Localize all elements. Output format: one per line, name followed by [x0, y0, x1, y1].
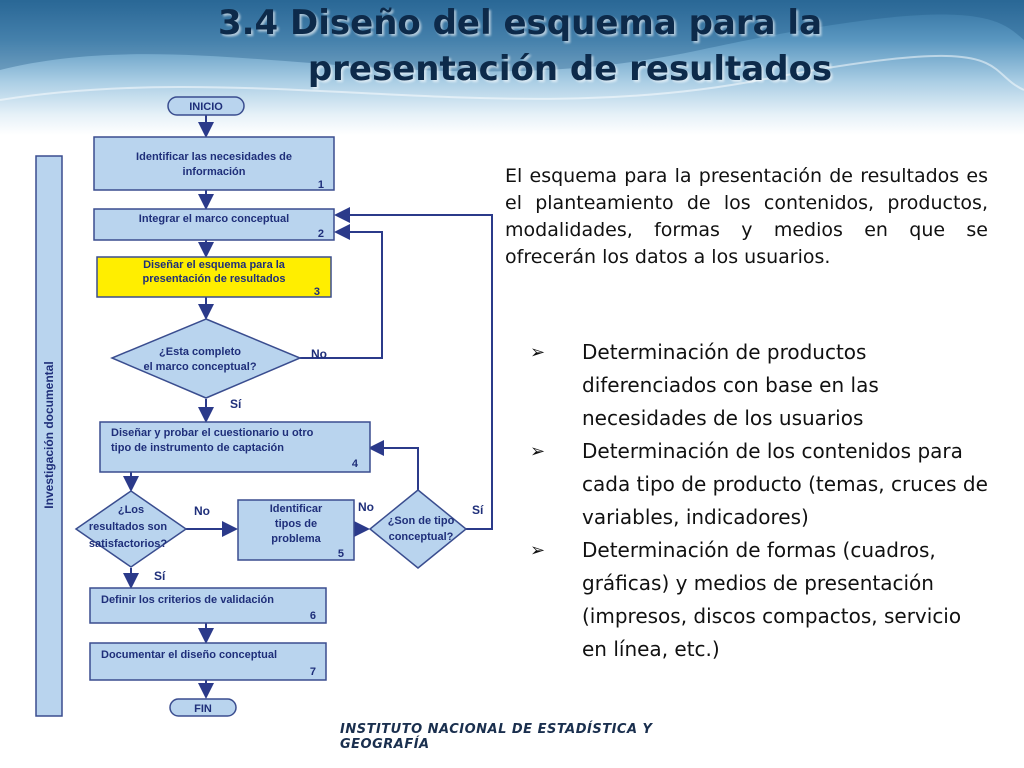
description-paragraph: El esquema para la presentación de resul… — [505, 165, 988, 268]
connectors — [123, 115, 493, 699]
decision-1-si-label: Sí — [230, 397, 242, 411]
decision-2-si-label: Sí — [154, 569, 166, 583]
step-4-number: 4 — [352, 458, 359, 470]
decision-3-line-1: ¿Son de tipo — [388, 515, 455, 527]
title-line-2: presentación de resultados — [307, 49, 833, 89]
decision-2-line-3: satisfactorios? — [89, 538, 168, 550]
bullet-list: ➢ Determinación de productos diferenciad… — [530, 336, 990, 666]
step-6-box: Definir los criterios de validación 6 — [89, 587, 327, 624]
step-1-box: Identificar las necesidades de informaci… — [93, 136, 335, 191]
step-3-line-1: Diseñar el esquema para la — [143, 259, 286, 271]
start-terminal: INICIO — [167, 96, 245, 116]
step-3-box: Diseñar el esquema para la presentación … — [96, 256, 332, 298]
step-2-number: 2 — [318, 228, 324, 240]
bullet-item: ➢ Determinación de productos diferenciad… — [530, 336, 990, 435]
step-6-line-1: Definir los criterios de validación — [101, 594, 274, 606]
step-1-number: 1 — [318, 179, 324, 191]
step-5-box: Identificar tipos de problema 5 — [237, 499, 355, 561]
bullet-text: Determinación de los contenidos para cad… — [582, 439, 988, 529]
step-7-box: Documentar el diseño conceptual 7 — [89, 642, 327, 681]
decision-3-si-label: Sí — [472, 503, 484, 517]
footer-institution: INSTITUTO NACIONAL DE ESTADÍSTICA Y GEOG… — [340, 722, 653, 752]
decision-3-no-label: No — [358, 500, 374, 514]
page-title: 3.4 Diseño del esquema para la presentac… — [140, 0, 900, 92]
step-7-number: 7 — [310, 666, 316, 678]
end-label: FIN — [194, 703, 212, 715]
step-4-line-1: Diseñar y probar el cuestionario u otro — [111, 427, 314, 439]
step-4-line-2: tipo de instrumento de captación — [111, 442, 284, 454]
bullet-text: Determinación de formas (cuadros, gráfic… — [582, 538, 962, 661]
decision-3-diamond: ¿Son de tipo conceptual? — [368, 489, 468, 569]
step-3-number: 3 — [314, 286, 320, 298]
step-5-number: 5 — [338, 548, 344, 560]
arrow-bullet-icon: ➢ — [530, 441, 546, 462]
bullet-item: ➢ Determinación de los contenidos para c… — [530, 435, 990, 534]
step-1-line-1: Identificar las necesidades de — [136, 151, 292, 163]
start-label: INICIO — [189, 101, 223, 113]
arrow-bullet-icon: ➢ — [530, 342, 546, 363]
decision-1-no-label: No — [311, 347, 327, 361]
step-2-line-1: Integrar el marco conceptual — [139, 213, 289, 225]
title-line-1: 3.4 Diseño del esquema para la — [217, 3, 823, 43]
decision-2-diamond: ¿Los resultados son satisfactorios? — [74, 490, 188, 568]
side-bar-investigacion: Investigación documental — [35, 155, 63, 717]
step-4-box: Diseñar y probar el cuestionario u otro … — [99, 421, 371, 473]
side-bar-label: Investigación documental — [42, 361, 56, 508]
decision-3-line-2: conceptual? — [389, 531, 454, 543]
step-5-line-1: Identificar — [270, 503, 323, 515]
step-7-line-1: Documentar el diseño conceptual — [101, 649, 277, 661]
step-5-line-3: problema — [271, 533, 321, 545]
bullet-item: ➢ Determinación de formas (cuadros, gráf… — [530, 534, 990, 666]
step-6-number: 6 — [310, 610, 316, 622]
decision-1-diamond: ¿Esta completo el marco conceptual? — [110, 318, 302, 399]
bullet-text: Determinación de productos diferenciados… — [582, 340, 879, 430]
decision-2-line-2: resultados son — [89, 521, 168, 533]
end-terminal: FIN — [169, 698, 237, 717]
decision-1-line-2: el marco conceptual? — [143, 361, 256, 373]
decision-2-no-label: No — [194, 504, 210, 518]
header-wave-decoration — [0, 0, 1024, 101]
step-1-line-2: información — [183, 166, 246, 178]
decision-2-line-1: ¿Los — [118, 504, 144, 516]
decision-1-line-1: ¿Esta completo — [159, 346, 241, 358]
step-5-line-2: tipos de — [275, 518, 317, 530]
step-2-box: Integrar el marco conceptual 2 — [93, 208, 335, 241]
step-3-line-2: presentación de resultados — [142, 273, 285, 285]
arrow-bullet-icon: ➢ — [530, 540, 546, 561]
